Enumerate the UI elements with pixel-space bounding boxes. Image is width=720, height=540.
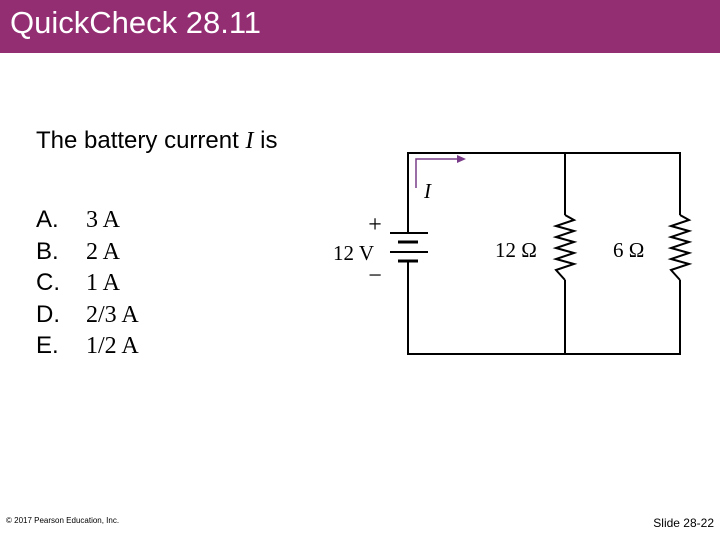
- question-prefix: The battery current: [36, 127, 246, 154]
- question-suffix: is: [253, 127, 278, 154]
- resistor-6-ohm: [667, 214, 693, 281]
- option-letter: E.: [36, 332, 59, 359]
- option-answer: 2/3 A: [86, 301, 139, 328]
- battery-plus-sign: +: [368, 212, 382, 238]
- question-variable: I: [245, 128, 254, 154]
- resistor1-label: 12 Ω: [495, 238, 537, 262]
- battery-voltage-label: 12 V: [333, 241, 374, 265]
- option-letter: B.: [36, 237, 59, 265]
- circuit-diagram: I + − 12 V 12 Ω 6 Ω: [333, 152, 693, 355]
- copyright-text: © 2017 Pearson Education, Inc.: [6, 516, 120, 525]
- option-answer: 3 A: [86, 207, 121, 233]
- question-text: The battery current I is: [36, 126, 277, 156]
- arrow-head-icon: [457, 155, 466, 163]
- battery-minus-sign: −: [368, 263, 382, 289]
- option-letter: C.: [36, 269, 60, 296]
- wire-bottom: [407, 262, 681, 355]
- resistor-12-ohm: [552, 214, 578, 281]
- option-letter: D.: [36, 300, 60, 328]
- battery-icon: [390, 232, 428, 263]
- slide-title: QuickCheck 28.11: [10, 5, 261, 40]
- option-answer: 1/2 A: [86, 333, 139, 359]
- header-bar: QuickCheck 28.11: [0, 0, 720, 53]
- current-arrow-icon: [415, 158, 460, 188]
- current-label: I: [423, 179, 432, 203]
- option-letter: A.: [36, 206, 59, 233]
- slide-number: Slide 28-22: [653, 516, 714, 530]
- option-answer: 2 A: [86, 238, 121, 265]
- option-answer: 1 A: [86, 270, 121, 296]
- resistor2-label: 6 Ω: [613, 238, 644, 262]
- wire-top: [407, 152, 681, 232]
